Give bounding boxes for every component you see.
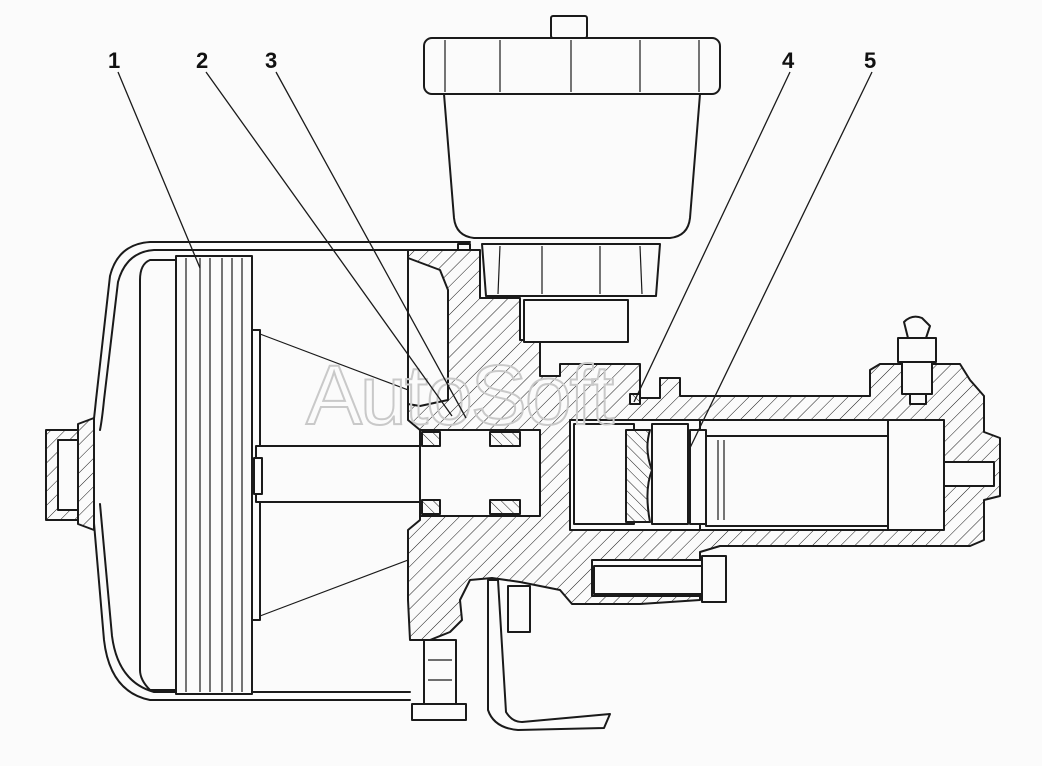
master-piston xyxy=(573,419,945,531)
callout-4: 4 xyxy=(782,48,795,73)
fluid-reservoir xyxy=(443,93,701,239)
reservoir-nut xyxy=(481,243,661,297)
callout-1: 1 xyxy=(108,48,120,73)
callout-5: 5 xyxy=(864,48,876,73)
mounting-bracket xyxy=(487,579,611,731)
bleed-nipple xyxy=(897,315,937,405)
reservoir-cap xyxy=(423,15,721,95)
mounting-bolt xyxy=(411,639,467,721)
air-inlet-fitting xyxy=(45,417,95,531)
callout-2: 2 xyxy=(196,48,208,73)
callout-leaders xyxy=(117,71,873,453)
callout-3: 3 xyxy=(265,48,277,73)
piston-diaphragm xyxy=(139,255,261,695)
watermark-text: AutoSoft xyxy=(306,348,614,442)
outlet-bolt xyxy=(593,555,727,603)
